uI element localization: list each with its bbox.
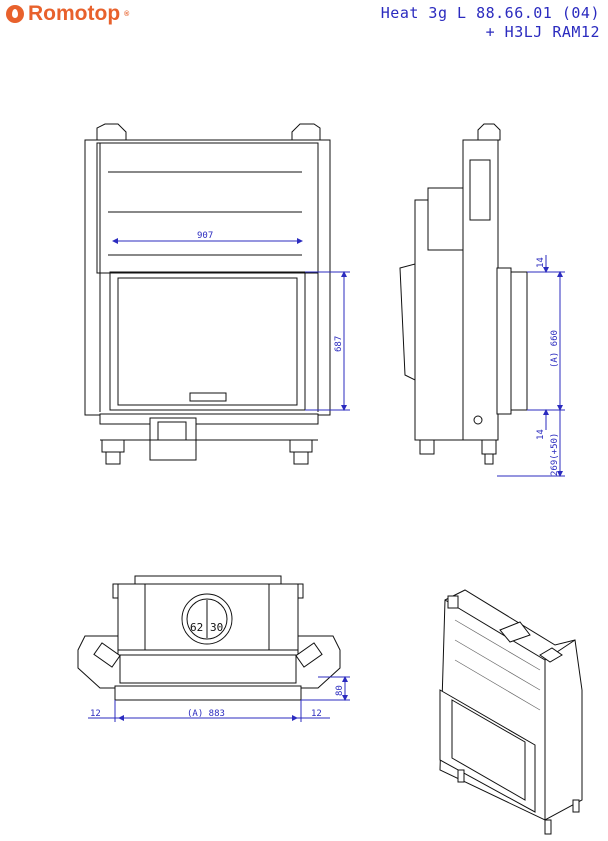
flue-label-left: 62	[190, 621, 203, 634]
top-view	[77, 575, 341, 701]
dim-side-base: 269(+50)	[550, 433, 560, 476]
dim-top-depth: 80	[335, 685, 345, 696]
dim-front-width: 907	[197, 231, 213, 241]
dim-side-height: (A) 660	[550, 330, 560, 368]
dim-side-bottom-offset: 14	[536, 429, 546, 440]
dim-top-width: (A) 883	[187, 709, 225, 719]
registered-mark: ®	[124, 10, 130, 18]
dim-top-right: 12	[311, 709, 322, 719]
flue-label-right: 30	[210, 621, 223, 634]
brand-name: Romotop	[28, 2, 121, 25]
drawing-title: Heat 3g L 88.66.01 (04) + H3LJ RAM12	[381, 4, 600, 42]
brand-logo: Romotop®	[6, 2, 129, 26]
front-view	[84, 123, 331, 465]
isometric-view	[439, 589, 583, 835]
title-line-2: + H3LJ RAM12	[485, 23, 600, 41]
title-line-1: Heat 3g L 88.66.01 (04)	[380, 4, 600, 22]
dim-side-top-offset: 14	[536, 257, 546, 268]
dim-front-height: 687	[334, 336, 344, 352]
side-view	[399, 123, 528, 465]
dim-top-left: 12	[90, 709, 101, 719]
flame-icon	[6, 5, 24, 23]
